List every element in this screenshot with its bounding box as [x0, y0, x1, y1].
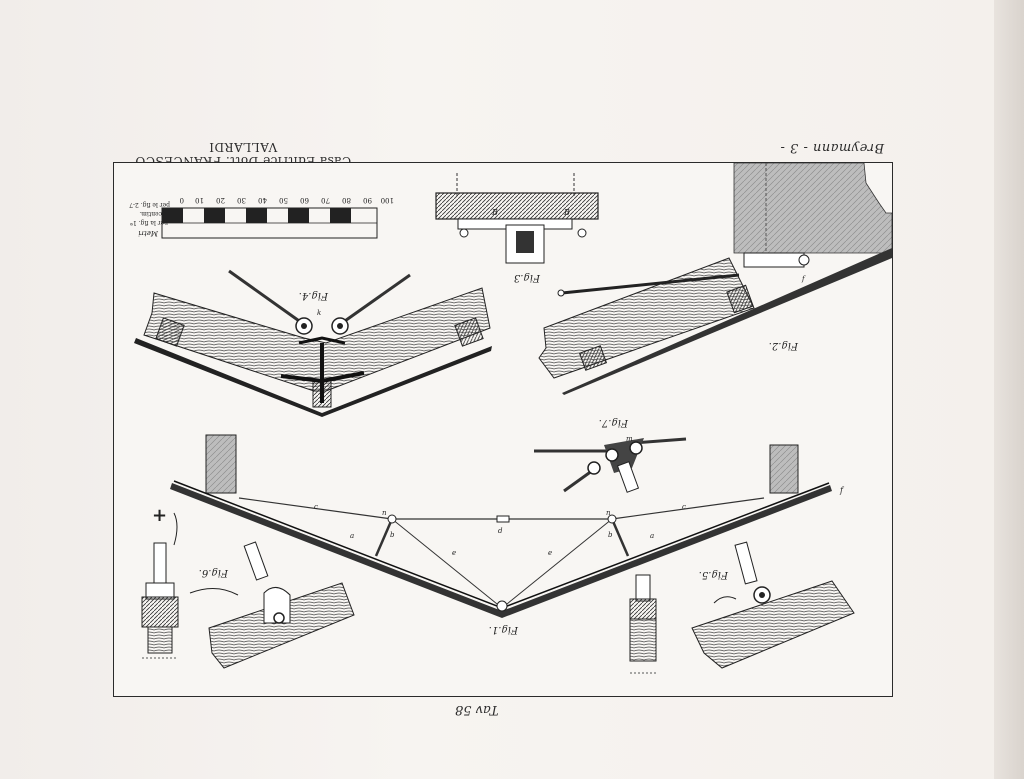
scale-note: per le fig. 2-7 [129, 201, 170, 208]
scale-tick: 70 [321, 196, 330, 204]
label-e: e [548, 549, 552, 557]
scale-tick: 100 [381, 196, 394, 204]
fig3-label: Fig.3 [514, 272, 541, 283]
fig5-detail: Fig.5. [629, 541, 855, 674]
fig1-truss: c c d n n a a b b e e f Fig.1. [170, 434, 845, 635]
label-f: f [839, 486, 845, 495]
fig6-detail: + Fig.6. [141, 505, 355, 669]
fig2-wall [733, 162, 893, 254]
label-n: n [606, 509, 611, 517]
fig7-label: Fig.7. [599, 417, 629, 428]
scale-tick: 0 [180, 196, 184, 204]
page-edge [994, 0, 1024, 779]
fig1-label: Fig.1. [489, 624, 519, 635]
fig4-ridge: k Fig.4. [134, 269, 492, 417]
fig4-label: Fig.4. [299, 290, 329, 301]
label-b: b [608, 531, 613, 539]
label-d: d [498, 527, 503, 535]
fig2-label: Fig.2. [769, 340, 799, 351]
fig3-bracket: B B Fig.3 [435, 173, 599, 283]
fig2-rafter: f Fig.2. [538, 248, 892, 395]
scale-tick: 80 [342, 196, 351, 204]
label-f: f [801, 275, 806, 283]
scale-tick: 20 [216, 196, 225, 204]
fig5-label: Fig.5. [699, 569, 729, 580]
plus-mark: + [152, 505, 167, 526]
scale-tick: 10 [195, 196, 204, 204]
label-m: m [626, 435, 633, 443]
label-k: k [317, 309, 321, 317]
label-c: c [682, 503, 686, 511]
label-n: n [382, 509, 387, 517]
fig6-label: Fig.6. [199, 567, 229, 578]
fig7-node: m Fig.7. [534, 417, 687, 493]
label-B: B [563, 208, 570, 217]
scale-tick: 90 [363, 196, 372, 204]
scale-tick: 60 [300, 196, 309, 204]
scale-note: per la fig. 1ª [130, 219, 168, 226]
scale-title: Metri [138, 229, 159, 237]
label-a: a [650, 532, 654, 540]
series-label: Breymann - 3 - [780, 140, 885, 155]
plate-frame: 100 90 80 70 60 50 40 30 20 10 0 Metri p… [113, 162, 893, 697]
plate-number: Tav 58 [455, 702, 499, 717]
scale-bar: 100 90 80 70 60 50 40 30 20 10 0 Metri p… [129, 196, 394, 239]
label-c: c [314, 503, 318, 511]
engraving: 100 90 80 70 60 50 40 30 20 10 0 Metri p… [129, 162, 893, 674]
scale-tick: 50 [279, 196, 288, 204]
label-a: a [350, 532, 354, 540]
scale-note: centim. [139, 210, 162, 217]
label-e: e [452, 549, 456, 557]
scale-tick: 30 [237, 196, 246, 204]
scale-tick: 40 [258, 196, 267, 204]
label-B: B [491, 208, 498, 217]
label-b: b [390, 531, 395, 539]
